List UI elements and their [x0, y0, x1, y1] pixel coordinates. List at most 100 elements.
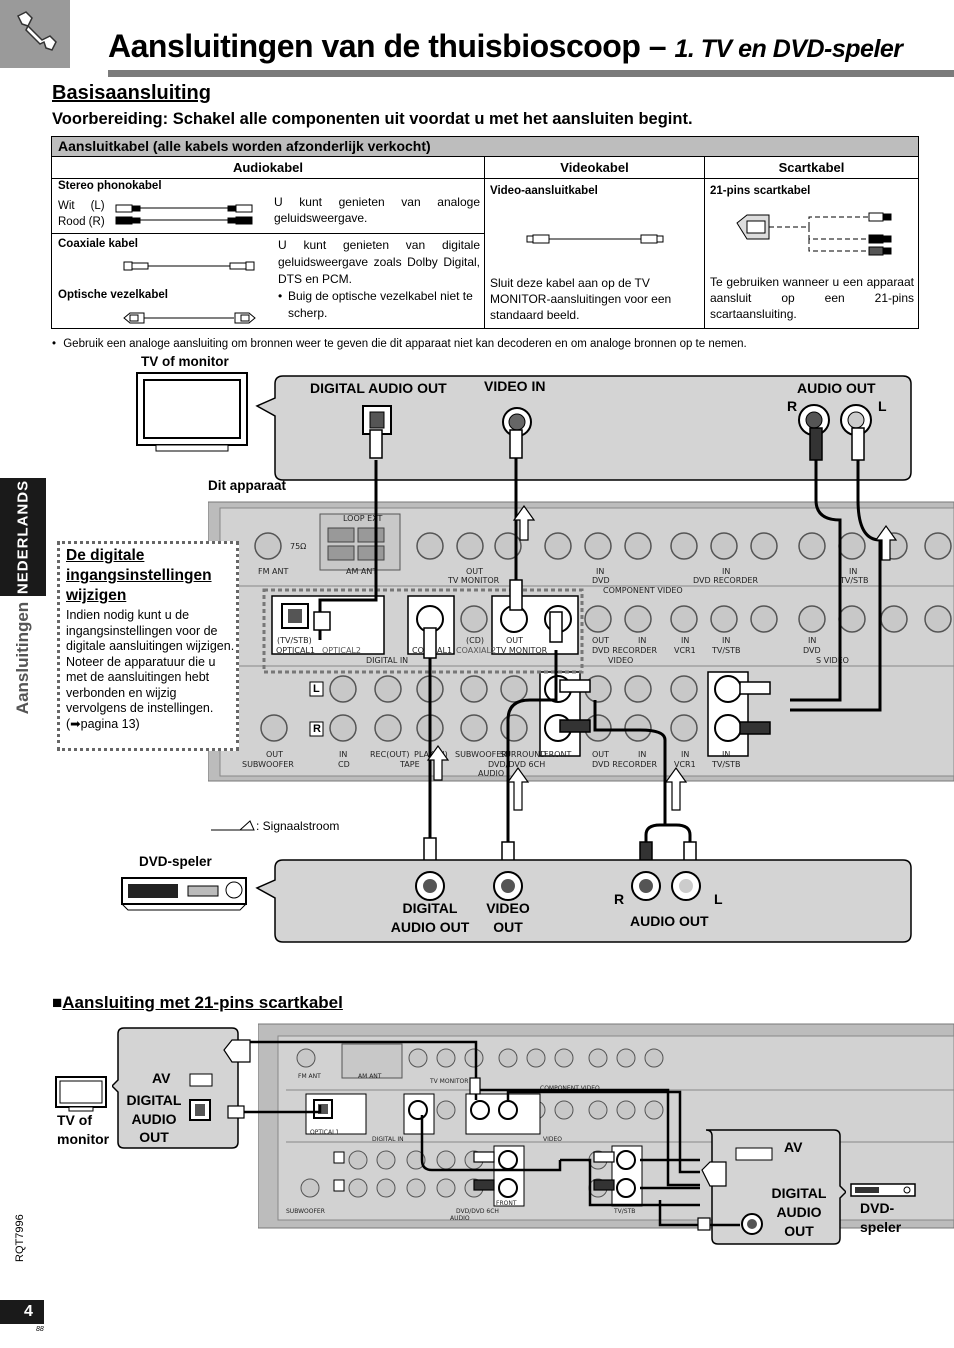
col-header-audio: Audiokabel	[52, 157, 485, 179]
scart-tv-icon	[55, 1076, 107, 1112]
dvd-player-icon	[121, 877, 247, 911]
panel-in-tvstb2: IN	[722, 636, 731, 645]
stereo-title: Stereo phonokabel	[58, 180, 162, 192]
panel-l-marker: L	[313, 683, 320, 695]
scart-back-panel	[258, 1023, 954, 1229]
panel-sub2: SUBWOOFER	[455, 750, 507, 759]
analog-note-text: Gebruik een analoge aansluiting om bronn…	[63, 338, 747, 350]
panel-out-tvmon: OUT	[466, 567, 484, 576]
panel-tv-monitor: TV MONITOR	[448, 576, 500, 585]
scart-tv-label: TV of monitor	[57, 1112, 110, 1147]
side-tab-language: NEDERLANDS	[0, 478, 46, 596]
signal-legend: : Signaalstroom	[256, 819, 340, 833]
scart-dvd-panel	[705, 1129, 846, 1245]
stereo-white: Wit (L)	[58, 200, 105, 212]
panel-ohm: 75Ω	[290, 542, 307, 551]
scart-panel-component: COMPONENT VIDEO	[540, 1085, 600, 1092]
panel-audio: AUDIO	[478, 769, 505, 778]
audio-column: Stereo phonokabel Wit (L) Rood (R) U kun…	[52, 179, 485, 328]
panel-fm-ant: FM ANT	[258, 567, 289, 576]
scart-panel-digital-in: DIGITAL IN	[372, 1136, 404, 1143]
panel-video: VIDEO	[608, 656, 634, 665]
signal-flow-icon	[211, 820, 255, 831]
video-title: Video-aansluitkabel	[490, 185, 598, 197]
panel-in-cd: IN	[339, 750, 348, 759]
stereo-row: Stereo phonokabel Wit (L) Rood (R) U kun…	[52, 179, 484, 234]
panel-vcr1: VCR1	[674, 646, 696, 655]
footer-small: 88	[36, 1326, 44, 1333]
panel-tv-stb2: TV/STB	[712, 646, 741, 655]
side-tab-language-label: NEDERLANDS	[14, 479, 32, 595]
panel-am-ant: AM ANT	[346, 567, 378, 576]
panel-out-tv: OUT	[506, 636, 524, 645]
page-title: Aansluitingen van de thuisbioscoop – 1. …	[108, 28, 903, 65]
panel-vcr1b: VCR1	[674, 760, 696, 769]
panel-dvd-sv: DVD	[803, 646, 821, 655]
panel-surround: SURROUND	[500, 750, 547, 759]
panel-dvd: DVD	[592, 576, 610, 585]
col-header-scart: Scartkabel	[705, 157, 918, 179]
scart-heading-text: Aansluiting met 21-pins scartkabel	[62, 993, 343, 1012]
panel-play-in: PLAY(IN)	[414, 750, 448, 759]
panel-in-dvd-sv: IN	[808, 636, 817, 645]
panel-r-marker: R	[313, 723, 321, 735]
receiver-back-panel	[208, 501, 954, 782]
panel-s-video: S VIDEO	[816, 656, 849, 665]
scart-panel-audio: AUDIO	[450, 1215, 470, 1222]
digital-note-text: Buig de optische vezelkabel niet te sche…	[288, 289, 473, 320]
doc-code: RQT7996	[14, 1214, 26, 1262]
panel-dvd6ch: DVD/DVD 6CH	[488, 760, 546, 769]
scart-dvd-icon	[850, 1183, 916, 1197]
callout-text: Indien nodig kunt u de ingangsinstelling…	[66, 608, 235, 731]
scart-tv-av: AV	[152, 1070, 171, 1086]
wrench-icon	[16, 11, 57, 51]
panel-component-video: COMPONENT VIDEO	[603, 586, 683, 595]
panel-subwoofer: SUBWOOFER	[242, 760, 294, 769]
scart-dvd-label: DVD-speler	[860, 1200, 902, 1235]
tv-panel	[255, 375, 912, 481]
page-title-sub: 1. TV en DVD-speler	[674, 35, 903, 63]
panel-coaxial1: COAXIAL1	[412, 646, 453, 655]
digital-desc: U kunt genieten van digitale geluidsweer…	[278, 238, 480, 286]
dvd-video-out-label: VIDEO OUT	[486, 900, 530, 935]
panel-cd: CD	[338, 760, 350, 769]
tv-video-in-label: VIDEO IN	[484, 378, 546, 394]
scart-panel-dvd6ch: DVD/DVD 6CH	[456, 1208, 499, 1215]
panel-optical2: OPTICAL2	[322, 646, 361, 655]
tv-audio-r: R	[787, 398, 798, 414]
panel-video-tvmon: TV MONITOR	[496, 646, 548, 655]
col-header-video: Videokabel	[485, 157, 705, 179]
header-rule	[108, 70, 954, 77]
panel-tvstb-paren: (TV/STB)	[277, 636, 312, 645]
scart-panel-tv-monitor: TV MONITOR	[430, 1078, 469, 1085]
panel-tape: TAPE	[400, 760, 420, 769]
scart-cable-icon	[736, 212, 892, 256]
optical-cable-icon	[123, 312, 256, 324]
optical-title: Optische vezelkabel	[58, 289, 168, 301]
video-cable-icon	[526, 234, 664, 244]
panel-in-tvstb: IN	[849, 567, 858, 576]
dvd-audio-r: R	[614, 891, 625, 907]
video-desc: Sluit deze kabel aan op de TV MONITOR-aa…	[490, 276, 672, 322]
analog-note: • Gebruik een analoge aansluiting om bro…	[52, 338, 747, 350]
section-heading: Basisaansluiting	[52, 82, 211, 104]
panel-optical1: OPTICAL1	[276, 646, 315, 655]
dvd-digital-out-label: DIGITAL AUDIO OUT	[390, 900, 470, 935]
scart-panel-front: FRONT	[496, 1200, 517, 1207]
tv-audio-out-label: AUDIO OUT	[797, 380, 876, 396]
panel-rec-out: REC(OUT)	[370, 750, 410, 759]
scart-title: 21-pins scartkabel	[710, 185, 811, 197]
panel-in-dvdrec: IN	[722, 567, 731, 576]
scart-tv-digital: DIGITAL AUDIO OUT	[126, 1092, 182, 1145]
scart-desc: Te gebruiken wanneer u een apparaat aans…	[710, 275, 914, 321]
panel-loop-ext: LOOP EXT	[343, 514, 383, 523]
panel-out-dvdrec3: OUT	[592, 750, 610, 759]
scart-panel-tv-stb: TV/STB	[614, 1208, 636, 1215]
panel-dvd-recorder: DVD RECORDER	[693, 576, 759, 585]
page-title-main: Aansluitingen van de thuisbioscoop –	[108, 28, 667, 64]
panel-tv-stb: TV/STB	[840, 576, 869, 585]
panel-in-dvdrec3: IN	[638, 750, 647, 759]
coax-title: Coaxiale kabel	[58, 238, 138, 250]
tv-monitor-icon	[136, 372, 248, 452]
scart-heading-bullet: ■	[52, 993, 63, 1012]
